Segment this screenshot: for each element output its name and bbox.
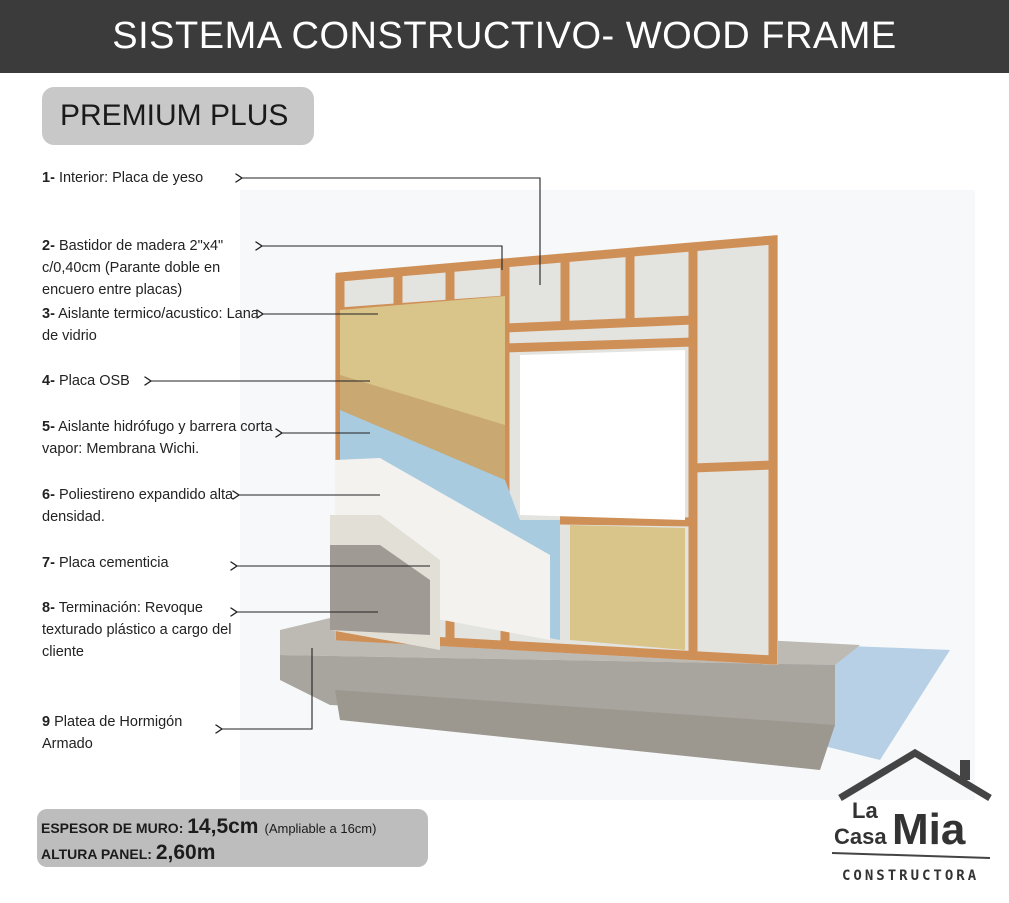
arrow-1 [242,178,541,285]
page-title: SISTEMA CONSTRUCTIVO- WOOD FRAME [0,0,1009,73]
layer-text: Placa cementicia [58,555,169,571]
thickness-note: (Ampliable a 16cm) [264,821,377,836]
layer-number: 4- [42,373,55,389]
specs-box: ESPESOR DE MURO: 14,5cm (Ampliable a 16cm… [37,809,428,867]
layer-label-1: 1- Interior: Placa de yeso [42,167,203,189]
layer-number: 6- [42,487,55,503]
layer-label-7: 7- Placa cementicia [42,552,169,574]
thickness-label: ESPESOR DE MURO: [41,820,184,836]
layer-label-2: 2- Bastidor de madera 2"x4" c/0,40cm (Pa… [42,235,267,301]
height-label: ALTURA PANEL: [41,846,152,862]
layer-label-5: 5- Aislante hidrófugo y barrera corta va… [42,416,282,460]
logo-divider [831,852,991,859]
chimney-icon [960,760,970,780]
layer-text: Interior: Placa de yeso [58,170,204,186]
layer-text: Bastidor de madera 2"x4" c/0,40cm (Paran… [42,238,224,298]
layer-text: Poliestireno expandido alta densidad. [42,487,234,525]
layer-number: 3- [42,306,55,322]
layer-text: Aislante termico/acustico: Lana de vidri… [42,306,259,344]
logo-subtitle: CONSTRUCTORA [842,868,979,884]
window-opening [520,350,685,520]
layer-label-4: 4- Placa OSB [42,370,130,392]
layer-number: 7- [42,555,55,571]
slab-beam [335,690,835,770]
logo-line-3: Mia [892,805,966,854]
arrow-9 [222,648,313,729]
layer-label-9: 9 Platea de Hormigón Armado [42,711,222,755]
layer-number: 1- [42,170,55,186]
thickness-row: ESPESOR DE MURO: 14,5cm (Ampliable a 16cm… [41,815,428,841]
thickness-value: 14,5cm [187,815,259,838]
layer-text: Terminación: Revoque texturado plástico … [42,600,232,660]
layer-label-6: 6- Poliestireno expandido alta densidad. [42,484,242,528]
layer-text: Platea de Hormigón Armado [42,714,183,752]
house-roof-icon [838,748,992,802]
layer-label-8: 8- Terminación: Revoque texturado plásti… [42,597,247,663]
height-value: 2,60m [155,841,216,864]
layer-number: 9 [42,714,51,730]
layer-number: 2- [42,238,55,254]
logo-line-2: Casa [834,824,887,849]
glass-wool-lower [570,525,685,650]
layer-label-3: 3- Aislante termico/acustico: Lana de vi… [42,303,267,347]
layer-text: Aislante hidrófugo y barrera corta vapor… [42,419,273,457]
layer-text: Placa OSB [58,373,130,389]
glass-wool [340,296,505,430]
logo-line-1: La [852,798,878,823]
layer-number: 5- [42,419,55,435]
company-logo: La Casa Mia CONSTRUCTORA [831,748,992,884]
arrow-2 [262,246,503,270]
system-badge: PREMIUM PLUS [42,87,314,145]
leader-lines [151,178,541,729]
osb-board [340,375,505,490]
layer-number: 8- [42,600,55,616]
height-row: ALTURA PANEL: 2,60m [41,841,428,866]
